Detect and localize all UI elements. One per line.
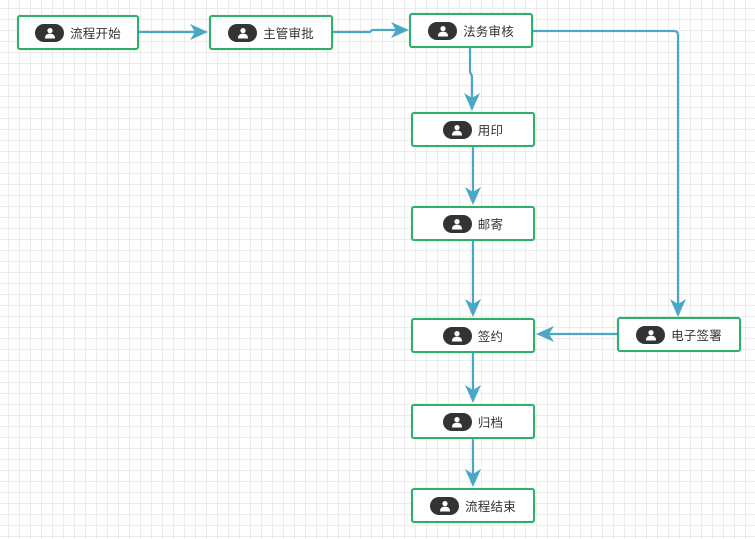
edge-legal-review-to-esign (530, 29, 680, 308)
user-icon (442, 412, 472, 431)
user-icon (636, 325, 666, 344)
node-label: 法务审核 (463, 24, 514, 39)
user-icon (442, 214, 472, 233)
node-label: 邮寄 (477, 217, 504, 232)
arrowhead-sign-from-mail (465, 299, 481, 317)
node-label: 签约 (477, 329, 504, 344)
edge-manager-approval-to-legal-review (331, 28, 402, 34)
arrowhead-manager-approval (190, 24, 208, 40)
node-label: 电子签署 (671, 328, 722, 343)
arrowhead-legal-review (391, 22, 409, 38)
arrowhead-mail (465, 187, 481, 205)
user-icon (35, 23, 65, 42)
user-icon (430, 496, 460, 515)
edge-legal-review-to-seal (468, 45, 474, 102)
user-icon (442, 326, 472, 345)
node-manager-approval[interactable]: 主管审批 (209, 15, 333, 50)
node-seal[interactable]: 用印 (411, 112, 535, 147)
node-label: 归档 (477, 415, 504, 430)
arrowhead-seal (464, 93, 480, 111)
node-esign[interactable]: 电子签署 (617, 317, 741, 352)
user-icon (442, 120, 472, 139)
node-start[interactable]: 流程开始 (17, 15, 139, 50)
node-label: 主管审批 (263, 26, 314, 41)
arrowhead-esign (670, 299, 686, 317)
node-end[interactable]: 流程结束 (411, 488, 535, 523)
node-sign[interactable]: 签约 (411, 318, 535, 353)
user-icon (228, 23, 258, 42)
node-label: 流程结束 (465, 499, 516, 514)
arrowhead-sign-from-esign (536, 326, 554, 342)
arrowhead-end (465, 469, 481, 487)
node-label: 流程开始 (70, 26, 121, 41)
node-legal-review[interactable]: 法务审核 (409, 13, 533, 48)
node-mail[interactable]: 邮寄 (411, 206, 535, 241)
user-icon (428, 21, 458, 40)
node-archive[interactable]: 归档 (411, 404, 535, 439)
arrowhead-archive (465, 385, 481, 403)
node-label: 用印 (477, 123, 504, 138)
